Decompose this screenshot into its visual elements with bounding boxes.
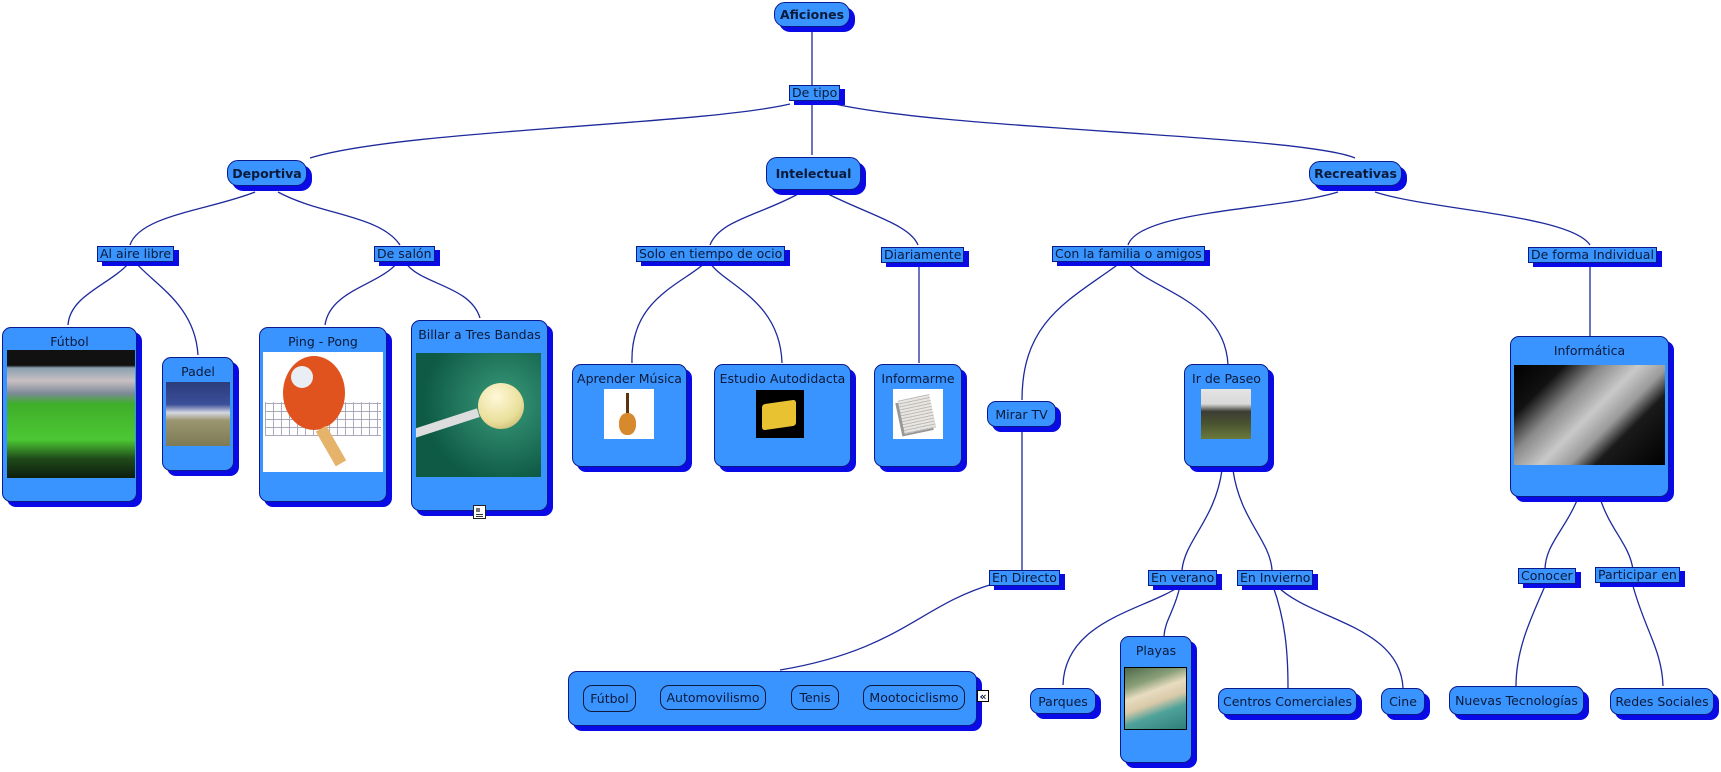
concept-intelectual[interactable]: Intelectual <box>766 157 861 190</box>
concept-estudio-autodidacta[interactable]: Estudio Autodidacta <box>714 364 851 467</box>
concept-billar[interactable]: Billar a Tres Bandas <box>411 320 548 519</box>
link-label-de-tipo[interactable]: De tipo <box>789 85 841 101</box>
link-informatica-conocer <box>1544 497 1579 571</box>
link-label-en-directo[interactable]: En Directo <box>989 570 1060 586</box>
link-detipo-recreativas <box>834 103 1356 159</box>
link-verano-playas <box>1163 585 1181 637</box>
concept-ping-pong[interactable]: Ping - Pong <box>259 327 387 502</box>
concept-nuevas-tecnologias[interactable]: Nuevas Tecnologías <box>1449 686 1584 715</box>
link-label-forma-individual[interactable]: De forma Individual <box>1528 247 1657 263</box>
concept-label: Informática <box>1553 343 1626 358</box>
link-invierno-cine <box>1276 585 1404 689</box>
nested-item-mootociclismo[interactable]: Mootociclismo <box>863 685 965 710</box>
concept-aprender-musica[interactable]: Aprender Música <box>572 364 687 467</box>
root-concept-aficiones[interactable]: Aficiones <box>774 2 850 27</box>
link-deportiva-salon <box>277 191 401 246</box>
landscape-image <box>1201 389 1251 439</box>
link-label-conocer[interactable]: Conocer <box>1518 568 1576 584</box>
link-label-diariamente[interactable]: Diariamente <box>881 247 965 263</box>
newspaper-image <box>893 389 943 439</box>
link-label-participar-en[interactable]: Participar en <box>1595 567 1680 583</box>
link-deportiva-aire <box>129 191 256 246</box>
nested-group-en-directo[interactable]: Fútbol Automovilismo Tenis Mootociclismo <box>568 671 977 726</box>
concept-mirar-tv[interactable]: Mirar TV <box>987 401 1056 427</box>
nested-item-futbol[interactable]: Fútbol <box>583 685 636 712</box>
concept-informarme[interactable]: Informarme <box>874 364 962 467</box>
link-paseo-invierno <box>1232 469 1273 571</box>
concept-label: Padel <box>181 364 215 379</box>
link-invierno-centros <box>1272 585 1289 689</box>
document-image-icon[interactable] <box>473 505 486 519</box>
link-label-de-salon[interactable]: De salón <box>374 246 435 262</box>
link-familia-paseo <box>1127 262 1229 366</box>
concept-parques[interactable]: Parques <box>1030 688 1096 714</box>
concept-label: Playas <box>1135 643 1177 658</box>
link-ocio-musica <box>631 262 706 364</box>
concept-label: Aprender Música <box>577 371 682 386</box>
concept-cine[interactable]: Cine <box>1381 688 1425 715</box>
link-label-al-aire-libre[interactable]: Al aire libre <box>97 246 175 262</box>
book-image <box>756 390 804 438</box>
concept-centros-comerciales[interactable]: Centros Comerciales <box>1218 688 1357 715</box>
concept-playas[interactable]: Playas <box>1120 636 1192 763</box>
concept-label: Billar a Tres Bandas <box>418 327 541 342</box>
link-directo-group <box>779 583 994 671</box>
link-aire-padel <box>134 261 199 356</box>
collapse-chevron-icon[interactable]: « <box>977 690 989 702</box>
nested-item-tenis[interactable]: Tenis <box>791 685 839 710</box>
billiard-ball-image <box>416 353 541 477</box>
concept-label: Ping - Pong <box>288 334 358 349</box>
ping-pong-paddle-image <box>263 352 383 472</box>
concept-label: Ir de Paseo <box>1192 371 1261 386</box>
link-label-solo-ocio[interactable]: Solo en tiempo de ocio <box>636 246 786 262</box>
concept-recreativas[interactable]: Recreativas <box>1309 161 1402 186</box>
link-recreativas-familia <box>1127 191 1339 246</box>
link-salon-billar <box>404 261 481 319</box>
beach-image <box>1124 667 1187 730</box>
concept-futbol[interactable]: Fútbol <box>2 327 137 502</box>
link-participar-redes <box>1632 585 1664 687</box>
concept-label: Estudio Autodidacta <box>719 371 846 386</box>
concept-label: Fútbol <box>50 334 89 349</box>
link-aire-futbol <box>67 261 131 326</box>
concept-informatica[interactable]: Informática <box>1510 336 1669 497</box>
concept-label: Informarme <box>881 371 955 386</box>
link-label-familia-amigos[interactable]: Con la familia o amigos <box>1052 246 1205 262</box>
stadium-image <box>7 350 135 478</box>
concept-deportiva[interactable]: Deportiva <box>227 160 307 186</box>
padel-court-image <box>166 382 230 446</box>
link-paseo-verano <box>1181 469 1223 571</box>
link-ocio-autodidacta <box>709 262 783 364</box>
laptop-image <box>1514 365 1665 465</box>
link-informatica-participar <box>1599 497 1634 571</box>
nested-item-automovilismo[interactable]: Automovilismo <box>660 685 766 710</box>
link-familia-tv <box>1021 262 1121 401</box>
link-recreativas-individual <box>1374 191 1591 246</box>
link-intelectual-ocio <box>709 193 799 246</box>
link-label-en-invierno[interactable]: En Invierno <box>1237 570 1314 586</box>
concept-padel[interactable]: Padel <box>162 357 234 471</box>
link-label-en-verano[interactable]: En verano <box>1148 570 1218 586</box>
guitar-image <box>604 389 654 439</box>
concept-redes-sociales[interactable]: Redes Sociales <box>1610 688 1714 715</box>
link-salon-pingpong <box>324 261 399 326</box>
concept-ir-de-paseo[interactable]: Ir de Paseo <box>1184 364 1269 467</box>
link-conocer-nuevas <box>1515 585 1546 687</box>
link-detipo-deportiva <box>309 103 791 159</box>
link-intelectual-diario <box>827 193 919 246</box>
